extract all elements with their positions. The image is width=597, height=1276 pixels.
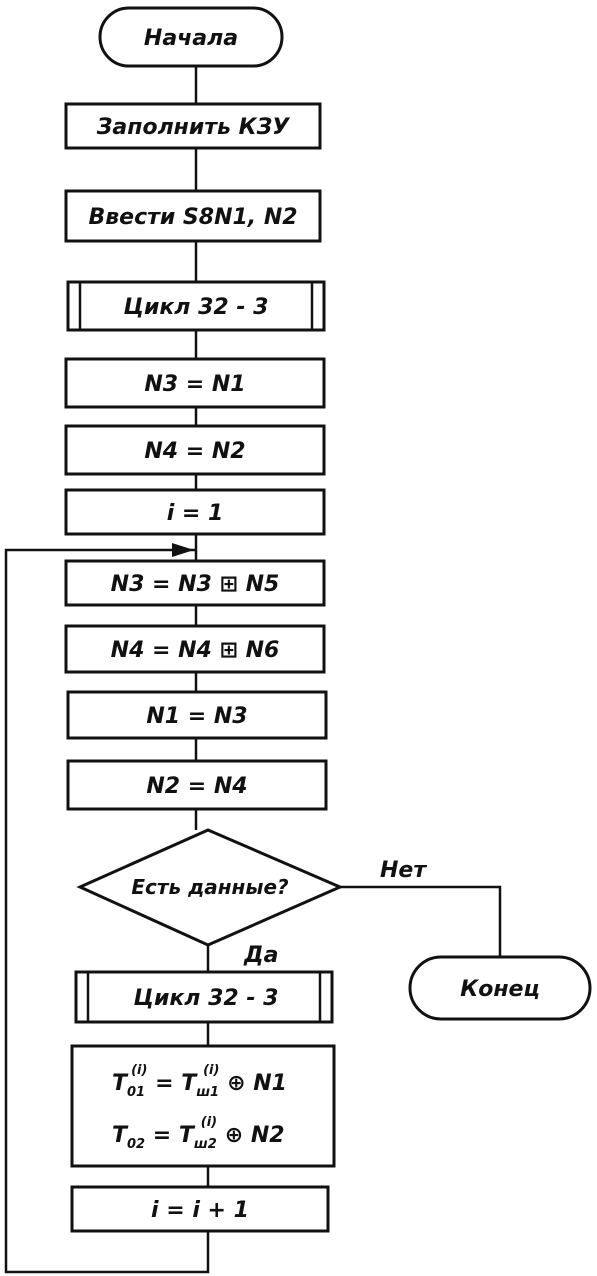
n3-eq-n1-label: N3 = N1 bbox=[144, 372, 245, 397]
n1-eq-n3-label: N1 = N3 bbox=[146, 704, 247, 729]
end-label: Конец bbox=[460, 977, 540, 1002]
input-label: Ввести S8N1, N2 bbox=[88, 205, 297, 230]
decision-label: Есть данные? bbox=[131, 875, 289, 899]
i-eq-1-block: i = 1 bbox=[64, 488, 326, 536]
formula-block: T01(i) = Tш1(i) ⊕ N1 T02 = Tш2(i) ⊕ N2 bbox=[70, 1044, 336, 1168]
n3-update-block: N3 = N3 ⊞ N5 bbox=[64, 559, 326, 607]
fill-kzu-block: Заполнить КЗУ bbox=[64, 102, 322, 150]
n4-update-block: N4 = N4 ⊞ N6 bbox=[64, 624, 326, 674]
end-terminal: Конец bbox=[408, 955, 592, 1021]
n4-update-label: N4 = N4 ⊞ N6 bbox=[111, 638, 280, 663]
n1-eq-n3-block: N1 = N3 bbox=[66, 690, 328, 740]
decision-diamond: Есть данные? bbox=[76, 828, 344, 947]
cycle-block-2: Цикл 32 - 3 bbox=[74, 970, 334, 1024]
increment-block: i = i + 1 bbox=[70, 1185, 330, 1233]
n3-eq-n1-block: N3 = N1 bbox=[64, 357, 326, 409]
n4-eq-n2-block: N4 = N2 bbox=[64, 424, 326, 476]
no-branch-label: Нет bbox=[380, 858, 427, 883]
cycle-block-1: Цикл 32 - 3 bbox=[66, 280, 326, 332]
cycle-1-label: Цикл 32 - 3 bbox=[124, 295, 269, 320]
fill-kzu-label: Заполнить КЗУ bbox=[96, 115, 290, 140]
formula-1: T01(i) = Tш1(i) ⊕ N1 bbox=[112, 1063, 287, 1100]
formula-2: T02 = Tш2(i) ⊕ N2 bbox=[112, 1115, 285, 1152]
i-eq-1-label: i = 1 bbox=[167, 501, 224, 526]
increment-label: i = i + 1 bbox=[151, 1198, 249, 1223]
input-block: Ввести S8N1, N2 bbox=[64, 189, 322, 243]
cycle-2-label: Цикл 32 - 3 bbox=[134, 986, 279, 1011]
start-terminal: Начала bbox=[98, 6, 284, 68]
n2-eq-n4-label: N2 = N4 bbox=[146, 774, 247, 799]
n3-update-label: N3 = N3 ⊞ N5 bbox=[111, 572, 280, 597]
connectors bbox=[4, 66, 502, 1274]
yes-branch-label: Да bbox=[243, 943, 278, 968]
n4-eq-n2-label: N4 = N2 bbox=[144, 439, 245, 464]
start-label: Начала bbox=[144, 26, 238, 51]
n2-eq-n4-block: N2 = N4 bbox=[66, 759, 328, 811]
loop-arrow-icon bbox=[172, 543, 194, 557]
